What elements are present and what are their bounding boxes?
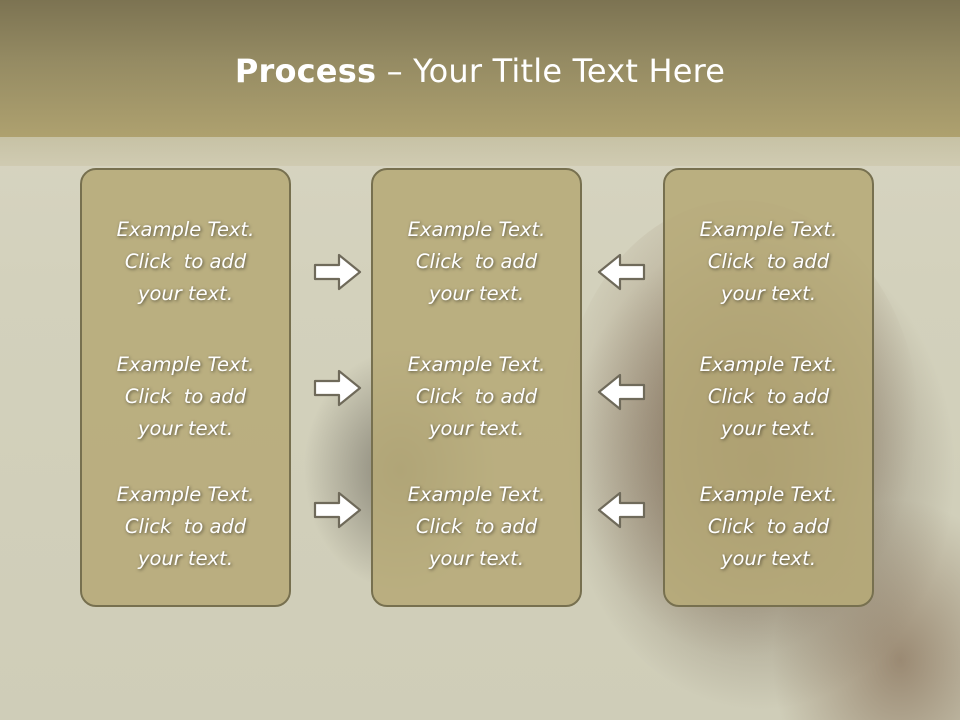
column-left[interactable]: Example Text. Click to add your text. Ex…: [80, 168, 291, 607]
text-line: your text.: [137, 547, 234, 570]
text-line: your text.: [720, 417, 817, 440]
text-line: your text.: [137, 282, 234, 305]
text-placeholder[interactable]: Example Text. Click to add your text.: [373, 214, 580, 310]
text-placeholder[interactable]: Example Text. Click to add your text.: [665, 214, 872, 310]
text-line: Click to add: [415, 250, 538, 273]
title-bold: Process: [234, 52, 377, 90]
text-line: Example Text.: [407, 483, 546, 506]
text-line: Example Text.: [407, 353, 546, 376]
text-line: your text.: [137, 417, 234, 440]
text-placeholder[interactable]: Example Text. Click to add your text.: [373, 479, 580, 575]
arrow-left-icon[interactable]: [596, 372, 646, 412]
text-line: your text.: [428, 417, 525, 440]
arrow-left-icon[interactable]: [596, 490, 646, 530]
text-placeholder[interactable]: Example Text. Click to add your text.: [373, 349, 580, 445]
arrow-left-icon[interactable]: [596, 252, 646, 292]
text-line: your text.: [428, 547, 525, 570]
text-line: Click to add: [124, 250, 247, 273]
text-line: Example Text.: [116, 483, 255, 506]
arrow-right-icon[interactable]: [313, 368, 363, 408]
text-line: your text.: [720, 547, 817, 570]
text-placeholder[interactable]: Example Text. Click to add your text.: [82, 214, 289, 310]
text-line: Click to add: [124, 385, 247, 408]
text-line: Example Text.: [699, 483, 838, 506]
column-right[interactable]: Example Text. Click to add your text. Ex…: [663, 168, 874, 607]
text-line: Example Text.: [699, 353, 838, 376]
arrow-right-icon[interactable]: [313, 490, 363, 530]
text-line: Click to add: [707, 515, 830, 538]
text-placeholder[interactable]: Example Text. Click to add your text.: [82, 349, 289, 445]
slide-title[interactable]: Process – Your Title Text Here: [0, 52, 960, 90]
text-line: Example Text.: [116, 353, 255, 376]
text-placeholder[interactable]: Example Text. Click to add your text.: [82, 479, 289, 575]
text-line: Click to add: [124, 515, 247, 538]
title-rest: – Your Title Text Here: [376, 52, 726, 90]
text-line: your text.: [428, 282, 525, 305]
text-line: Click to add: [707, 385, 830, 408]
title-bar: [0, 0, 960, 137]
text-placeholder[interactable]: Example Text. Click to add your text.: [665, 479, 872, 575]
text-line: Click to add: [707, 250, 830, 273]
text-line: Example Text.: [699, 218, 838, 241]
text-placeholder[interactable]: Example Text. Click to add your text.: [665, 349, 872, 445]
text-line: Example Text.: [116, 218, 255, 241]
text-line: Click to add: [415, 515, 538, 538]
column-middle[interactable]: Example Text. Click to add your text. Ex…: [371, 168, 582, 607]
text-line: your text.: [720, 282, 817, 305]
title-strip: [0, 137, 960, 166]
text-line: Example Text.: [407, 218, 546, 241]
arrow-right-icon[interactable]: [313, 252, 363, 292]
text-line: Click to add: [415, 385, 538, 408]
